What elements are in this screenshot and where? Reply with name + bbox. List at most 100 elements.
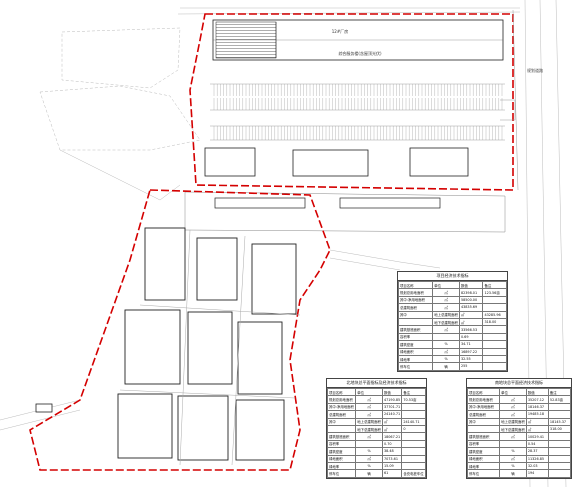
table-cell: 停车位 <box>397 362 434 371</box>
table-cell: 52.83亩 <box>547 395 572 404</box>
table-cell: ㎡ <box>432 347 460 356</box>
table-cell: 建筑基底面积 <box>466 432 501 441</box>
table-cell: 18067.21 <box>381 432 403 441</box>
table-cell: % <box>355 461 383 471</box>
east-road-label: 规划道路 <box>527 67 543 73</box>
table-cell: 255 <box>458 362 484 371</box>
middle-strip-buildings <box>214 197 441 209</box>
table-cell: 总建筑面积 <box>326 410 357 419</box>
table-cell: 61 <box>381 469 403 478</box>
table-cell: 11326.85 <box>525 454 549 463</box>
table-cell: ㎡ <box>432 303 460 312</box>
table-cell: ㎡ <box>499 432 527 441</box>
south-internal-roads <box>119 229 301 466</box>
table-cell: 194 <box>525 469 549 478</box>
table-cell: 58500.00 <box>458 295 484 305</box>
table-cell: 318.00 <box>547 424 572 434</box>
table-cell: % <box>499 461 527 471</box>
table-cell: 停车位 <box>466 469 501 478</box>
table-cell <box>547 469 572 478</box>
header-cell: 项目名称 <box>466 387 501 397</box>
table-cell: 24140.71 <box>401 417 426 426</box>
table-row: 建筑密度%28.37 <box>466 447 572 456</box>
table-row: 绿地率%32.55 <box>397 354 507 364</box>
header-cell: 单位 <box>499 387 527 397</box>
table-cell: 辆 <box>355 469 383 478</box>
table-cell: 其中 <box>326 417 357 426</box>
table-cell <box>401 439 426 449</box>
table-row: 建筑密度%34.71 <box>397 340 507 349</box>
table-cell <box>401 402 426 412</box>
table-cell: 绿地率 <box>397 354 434 364</box>
table1-title: 项目经济技术指标 <box>398 272 507 281</box>
header-cell: 单位 <box>355 387 383 397</box>
table-cell: 容积率 <box>397 332 434 342</box>
table-cell: 建筑基底面积 <box>326 432 357 441</box>
table-cell <box>326 424 357 434</box>
table-cell: 地下总建筑面积 <box>499 424 527 434</box>
table-cell: 0.54 <box>525 439 549 449</box>
table-cell: % <box>499 447 527 456</box>
table-cell: 43835.69 <box>458 303 484 312</box>
table3-title: 南地块总平面经济技术指标 <box>467 379 571 388</box>
table-cell: 47190.85 <box>381 395 403 404</box>
table-cell <box>547 447 572 456</box>
table-cell: 绿地面积 <box>397 347 434 356</box>
table-cell: 38.48 <box>381 447 403 456</box>
table-cell: 绿地面积 <box>466 454 501 463</box>
table-cell: 123.56亩 <box>482 288 507 297</box>
table-cell: 停车位 <box>326 469 357 478</box>
parking-stalls <box>213 84 503 140</box>
header-cell: 项目名称 <box>326 387 357 397</box>
table-cell: ㎡ <box>499 402 527 412</box>
south-site-boundary <box>29 189 331 471</box>
table-cell: 辆 <box>499 469 527 478</box>
table-cell: ㎡ <box>499 395 527 404</box>
guard-house <box>35 403 53 413</box>
east-road <box>500 9 519 191</box>
table-cell <box>547 454 572 463</box>
table-cell: 地上总建筑面积 <box>499 417 527 426</box>
table-cell: ㎡ <box>458 310 484 319</box>
table-cell: 37701.71 <box>381 402 403 412</box>
table-cell: 辆 <box>432 362 460 371</box>
table-header-row: 项目名称单位数值备注 <box>466 387 572 397</box>
table-row: 绿地率%15.09 <box>326 461 426 471</box>
table-cell: 其中:净用地面积 <box>466 402 501 412</box>
table2-title: 北地块总平面指标及经济技术指标 <box>327 379 426 388</box>
table-cell: 32.03 <box>525 461 549 471</box>
table-cell: 其中 <box>466 417 501 426</box>
table-cell: 16897.22 <box>458 347 484 356</box>
table-cell: 33566.53 <box>458 325 484 334</box>
table-cell: 0 <box>401 424 426 434</box>
header-cell: 数值 <box>525 387 549 397</box>
table-cell <box>401 461 426 471</box>
table-cell <box>401 432 426 441</box>
table-cell: 规划总用地面积 <box>397 288 434 297</box>
table-cell: 18145.37 <box>547 417 572 426</box>
north-service-buildings <box>204 147 469 177</box>
table-cell: ㎡ <box>525 424 549 434</box>
table-cell <box>482 362 507 371</box>
header-cell: 备注 <box>547 387 572 397</box>
north-building-label-2: 12#厂房 <box>332 28 348 34</box>
table-cell <box>499 439 527 449</box>
table-cell <box>482 347 507 356</box>
table-cell <box>547 410 572 419</box>
table-cell <box>482 332 507 342</box>
table-cell: ㎡ <box>355 432 383 441</box>
